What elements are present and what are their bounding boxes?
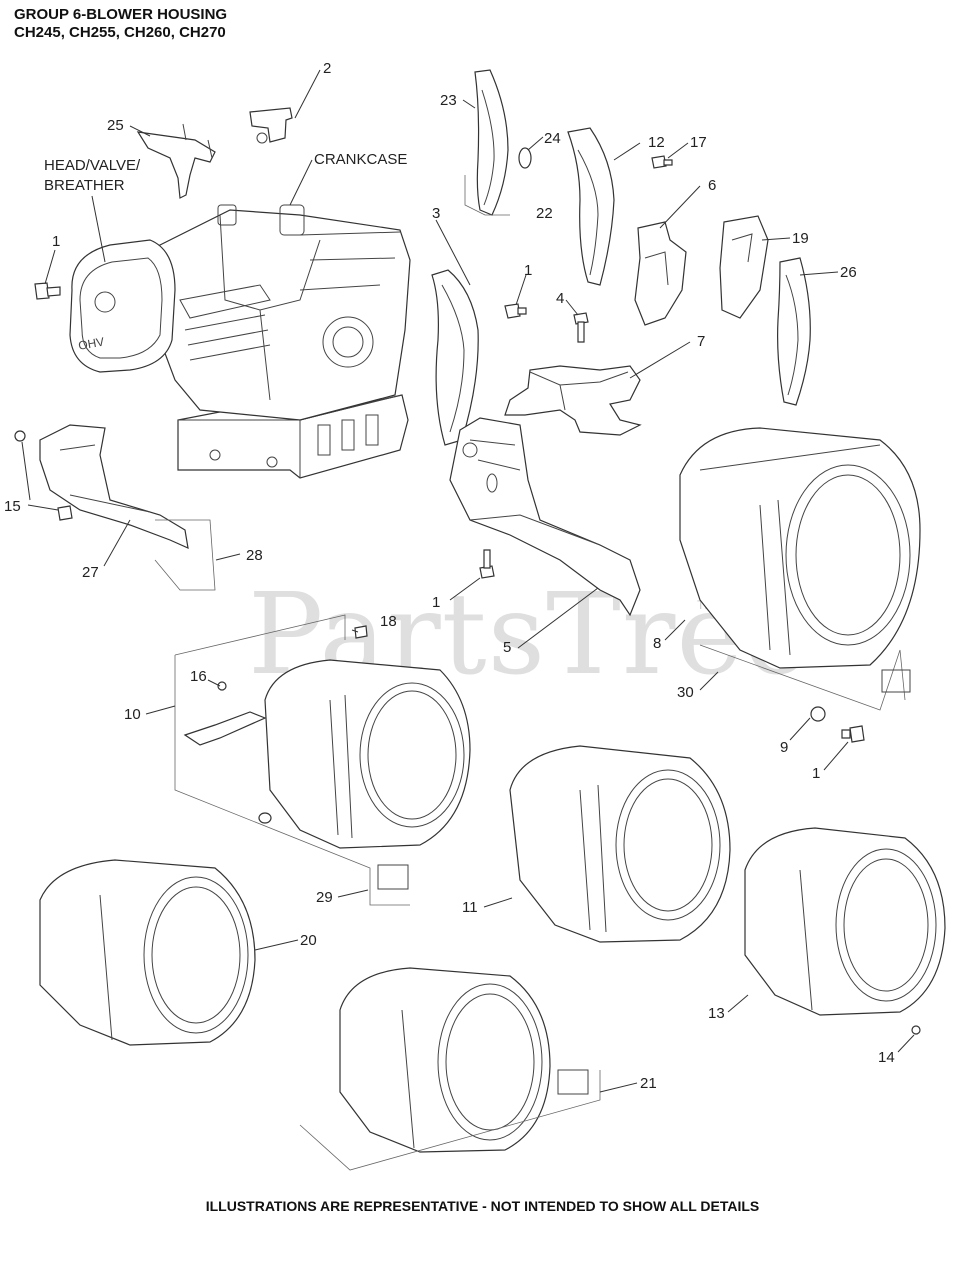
callout-6: 6 [708,177,716,194]
callout-17: 17 [690,134,707,151]
part-25-bracket [136,123,216,199]
callout-27: 27 [82,564,99,581]
callout-1-right: 1 [812,765,820,782]
part-28-frame [154,519,216,591]
callout-1-lower: 1 [432,594,440,611]
disclaimer-footer: ILLUSTRATIONS ARE REPRESENTATIVE - NOT I… [205,1198,760,1214]
callout-20: 20 [300,932,317,949]
part-27-baffle [39,424,189,550]
callout-22: 22 [536,205,553,222]
callout-28: 28 [246,547,263,564]
part-13-blower-housing [744,827,946,1016]
part-30-frame [699,644,906,711]
callout-1-middle: 1 [524,262,532,279]
part-29-label [377,864,409,890]
callout-12: 12 [648,134,665,151]
part-21-blower-housing [339,967,551,1153]
callout-25: 25 [107,117,124,134]
part-17-screw [651,155,673,169]
diagram-title: GROUP 6-BLOWER HOUSING [14,6,228,23]
part-19-baffle [719,215,769,319]
part-11-blower-housing [509,745,731,943]
callout-9: 9 [780,739,788,756]
part-15-fasteners [14,430,73,521]
engine-assembly-drawing: OHV [69,204,411,479]
callout-7: 7 [697,333,705,350]
callout-4: 4 [556,290,564,307]
callout-8: 8 [653,635,661,652]
callout-16: 16 [190,668,207,685]
part-4-bolt [573,312,589,343]
callout-19: 19 [792,230,809,247]
callout-labels: HEAD/VALVE/ BREATHER CRANKCASE 2 25 1 23… [4,60,895,1092]
part-8-blower-housing [679,427,921,669]
svg-text:OHV: OHV [77,335,105,353]
part-3-shroud [431,269,479,446]
part-30-label [881,669,911,693]
part-18-nut [354,625,368,639]
callout-5: 5 [503,639,511,656]
part-26-shroud [777,257,811,406]
callout-crankcase: CRANKCASE [314,151,407,168]
callout-18: 18 [380,613,397,630]
callout-29: 29 [316,889,333,906]
part-12-shroud [567,127,615,286]
part-1-bolt-middle [504,303,527,319]
callout-head-valve-line1: HEAD/VALVE/ [44,157,141,174]
part-21-label [557,1069,589,1095]
part-14-screw [911,1025,921,1035]
callout-21: 21 [640,1075,657,1092]
part-21-frame [299,1070,601,1171]
part-1-bolt-lower [479,549,495,579]
callout-23: 23 [440,92,457,109]
part-10-grommet [258,812,272,824]
callout-13: 13 [708,1005,725,1022]
part-10-blower-housing [264,659,471,849]
callout-30: 30 [677,684,694,701]
part-24-grommet [518,147,532,169]
callout-14: 14 [878,1049,895,1066]
callout-15: 15 [4,498,21,515]
part-2-clip [249,107,293,144]
part-9-nut [810,706,826,722]
part-10-frame [174,614,410,906]
callout-11: 11 [462,899,478,916]
callout-2: 2 [323,60,331,77]
callout-24: 24 [544,130,561,147]
leader-lines [21,69,915,1093]
part-16-screw [217,681,227,691]
part-23-shroud [474,69,509,216]
part-20-blower-housing [39,859,256,1046]
callout-3: 3 [432,205,440,222]
part-1-bolt-left [34,282,61,300]
part-5-duct [449,417,641,617]
model-list: CH245, CH255, CH260, CH270 [14,24,226,41]
callout-26: 26 [840,264,857,281]
part-22-frame [464,175,510,216]
callout-10: 10 [124,706,141,723]
part-7-bracket [504,365,642,436]
part-10-strip [183,711,267,746]
callout-1-left: 1 [52,233,60,250]
part-1-bolt-right [841,725,865,743]
part-6-baffle [634,221,687,326]
callout-head-valve-line2: BREATHER [44,177,125,194]
